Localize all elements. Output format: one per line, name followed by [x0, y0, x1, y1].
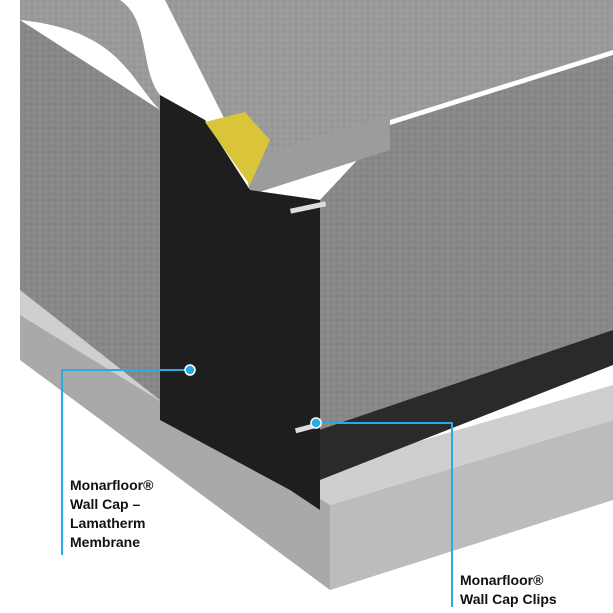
left-wall-top [20, 0, 160, 110]
label-line: Wall Cap – [70, 496, 141, 512]
right-wall-top [165, 0, 613, 165]
wall-cap-clip [289, 201, 327, 214]
label-line: Lamatherm [70, 515, 146, 531]
right-wall-face [320, 55, 613, 445]
label-line: Membrane [70, 534, 141, 550]
callout-line-membrane [61, 369, 190, 555]
slab-front-right [330, 420, 613, 590]
label-line: Monarfloor® [70, 477, 154, 493]
insulation [205, 112, 270, 185]
label-line: Wall Cap Clips [460, 591, 557, 607]
callout-label-membrane: Monarfloor® Wall Cap – Lamatherm Membran… [70, 476, 153, 552]
callout-dot-membrane [184, 364, 196, 376]
cap-block [245, 115, 390, 195]
callout-line-clips [316, 422, 453, 607]
callout-label-clips: Monarfloor® Wall Cap Clips [460, 571, 557, 609]
label-line: Monarfloor® [460, 572, 544, 588]
wall-cap-membrane [160, 95, 320, 510]
dpc-strip [290, 330, 613, 480]
callout-dot-clips [310, 417, 322, 429]
slab-front-left [20, 315, 330, 590]
left-wall-face [20, 20, 160, 400]
slab-top [20, 285, 613, 505]
